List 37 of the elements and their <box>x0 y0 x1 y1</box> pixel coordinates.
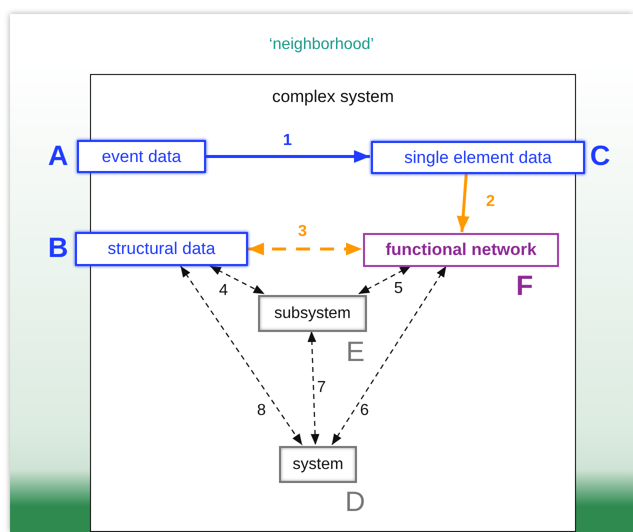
arrow <box>331 266 447 446</box>
panel-letter: D <box>345 488 366 516</box>
panel-letter: E <box>346 338 365 366</box>
network-box <box>363 233 559 267</box>
arrow <box>180 266 303 446</box>
system-box <box>279 446 357 483</box>
arrow <box>358 265 412 295</box>
edge-label: 8 <box>256 403 267 419</box>
edge-label: 7 <box>316 380 327 396</box>
edge-label: 2 <box>485 194 496 210</box>
arrow <box>248 242 362 256</box>
data-box <box>371 141 585 174</box>
panel-letter: C <box>590 142 610 170</box>
panel-letter: A <box>48 142 68 170</box>
box-label: structural data <box>108 239 216 259</box>
box-label: subsystem <box>274 304 351 322</box>
edge-label: 3 <box>297 224 308 240</box>
edge-label: 1 <box>282 133 293 149</box>
arrow <box>210 265 265 295</box>
edge-label: 6 <box>359 403 370 419</box>
data-box <box>77 140 206 173</box>
arrow <box>456 172 470 232</box>
heading: complex system <box>272 87 394 107</box>
edge-label: 5 <box>393 281 404 297</box>
background-panel <box>10 14 633 532</box>
box-label: system <box>292 456 344 474</box>
arrow <box>206 150 370 163</box>
panel-letter: F <box>516 272 534 300</box>
edge-label: 4 <box>218 283 229 299</box>
system-box <box>258 295 367 332</box>
box-label: event data <box>102 146 182 166</box>
arrow <box>307 330 320 446</box>
panel-letter: B <box>48 234 68 262</box>
data-box <box>75 232 248 266</box>
box-label: functional network <box>385 240 537 260</box>
heading: ‘neighborhood’ <box>269 36 374 54</box>
box-label: single element data <box>404 148 552 168</box>
